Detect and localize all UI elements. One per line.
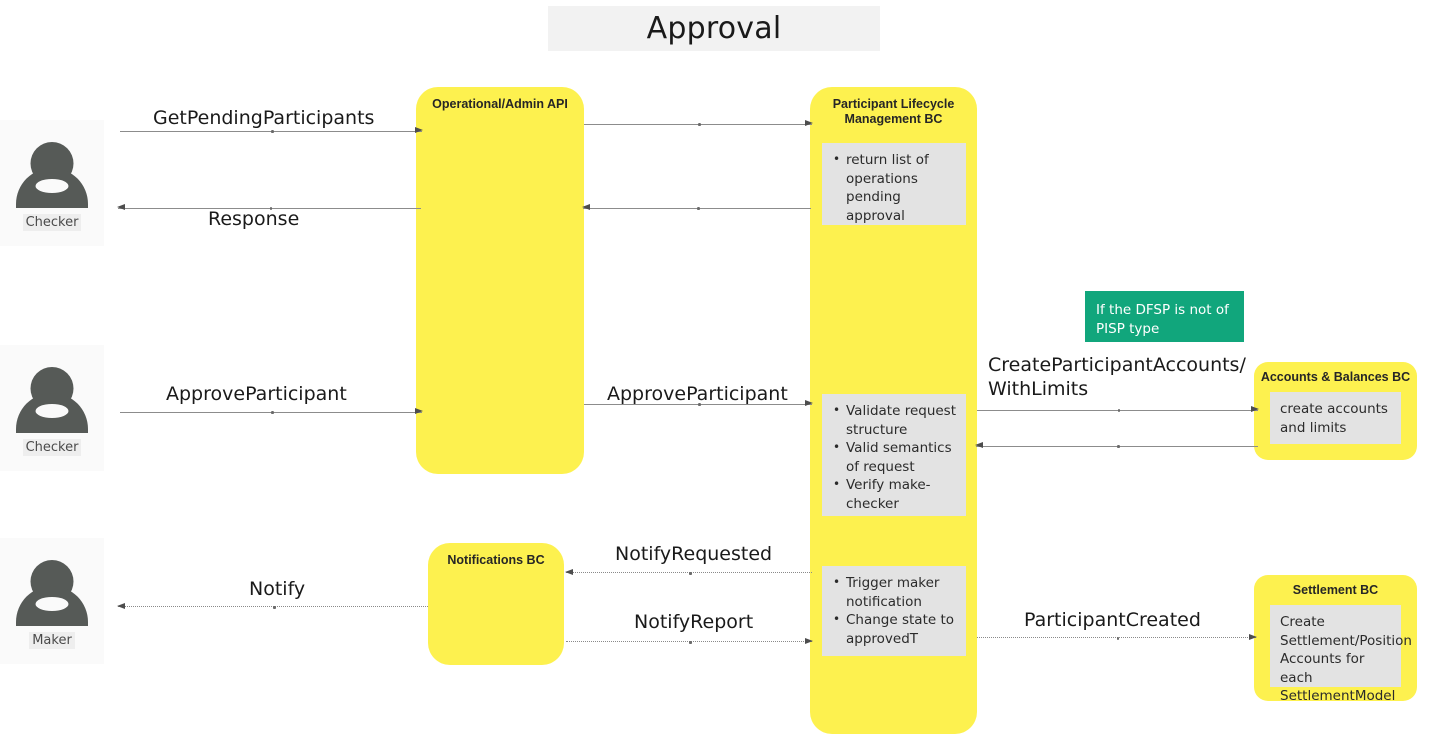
actor-checker-mid[interactable]: Checker — [0, 345, 104, 471]
participant-settlement-bc[interactable]: Settlement BC Create Settlement/Position… — [1254, 575, 1417, 704]
diagram-title-banner: Approval — [548, 6, 880, 51]
participant-accounts-balances-bc[interactable]: Accounts & Balances BC create accounts a… — [1254, 362, 1417, 460]
message-arrow-notifyreport — [566, 638, 813, 645]
actor-checker-top[interactable]: Checker — [0, 120, 104, 246]
message-arrow-approveparticipant-left — [120, 408, 423, 415]
message-label-createparticipantaccounts: CreateParticipantAccounts/ WithLimits — [988, 354, 1246, 400]
message-label-notifyreport: NotifyReport — [634, 611, 754, 633]
message-label-notify: Notify — [249, 578, 306, 600]
user-icon — [16, 142, 88, 208]
note-settlement: Create Settlement/Position Accounts for … — [1270, 605, 1412, 704]
message-label-approveparticipant-left: ApproveParticipant — [166, 383, 347, 405]
message-arrow-notifyrequested — [565, 569, 812, 576]
message-label-response: Response — [208, 208, 300, 230]
user-icon — [16, 560, 88, 626]
note-text: Create Settlement/Position Accounts for … — [1280, 614, 1412, 704]
message-arrow-notify — [117, 603, 428, 610]
user-icon — [16, 367, 88, 433]
message-arrow-getpendingparticipants — [120, 127, 423, 134]
note-text: create accounts and limits — [1280, 401, 1388, 436]
actor-label: Maker — [29, 632, 75, 649]
participant-title: Settlement BC — [1292, 583, 1379, 597]
message-arrow-admin-to-plm-request — [584, 120, 813, 127]
note-item: Valid semantics of request — [833, 438, 956, 476]
note-accounts-balances: create accounts and limits — [1270, 392, 1401, 444]
message-arrow-plm-to-admin-response — [582, 204, 811, 211]
lifeline-operational-admin-api[interactable]: Operational/Admin API — [416, 87, 584, 474]
message-label-getpendingparticipants: GetPendingParticipants — [153, 107, 375, 129]
note-notify-state: Trigger maker notification Change state … — [822, 566, 966, 656]
actor-label: Checker — [22, 214, 82, 231]
note-item: Change state to approvedT — [833, 610, 956, 648]
note-validate-request: Validate request structure Valid semanti… — [822, 394, 966, 516]
message-label-participantcreated: ParticipantCreated — [1024, 609, 1201, 631]
message-arrow-participantcreated — [977, 634, 1257, 641]
note-item: Verify make-checker — [833, 475, 956, 513]
note-pending-approval: return list of operations pending approv… — [822, 143, 966, 225]
actor-maker-bottom[interactable]: Maker — [0, 538, 104, 664]
lifeline-title: Operational/Admin API — [432, 97, 568, 111]
note-item: Validate request structure — [833, 401, 956, 439]
actor-label: Checker — [22, 439, 82, 456]
participant-title: Accounts & Balances BC — [1260, 370, 1411, 384]
callout-text: If the DFSP is not of PISP type — [1096, 302, 1229, 337]
note-item: return list of operations pending approv… — [833, 150, 956, 225]
lifeline-notifications-bc[interactable]: Notifications BC — [428, 543, 564, 665]
message-label-notifyrequested: NotifyRequested — [615, 543, 773, 565]
message-arrow-response — [117, 204, 421, 211]
note-item: Trigger maker notification — [833, 573, 956, 611]
message-label-approveparticipant-right: ApproveParticipant — [607, 383, 788, 405]
message-arrow-accounts-response — [975, 442, 1258, 449]
message-arrow-approveparticipant-right — [584, 400, 813, 407]
dfsp-condition-callout: If the DFSP is not of PISP type — [1085, 291, 1244, 342]
message-arrow-createparticipantaccounts — [977, 406, 1259, 413]
lifeline-title: Notifications BC — [447, 553, 545, 567]
page-title: Approval — [646, 11, 782, 46]
